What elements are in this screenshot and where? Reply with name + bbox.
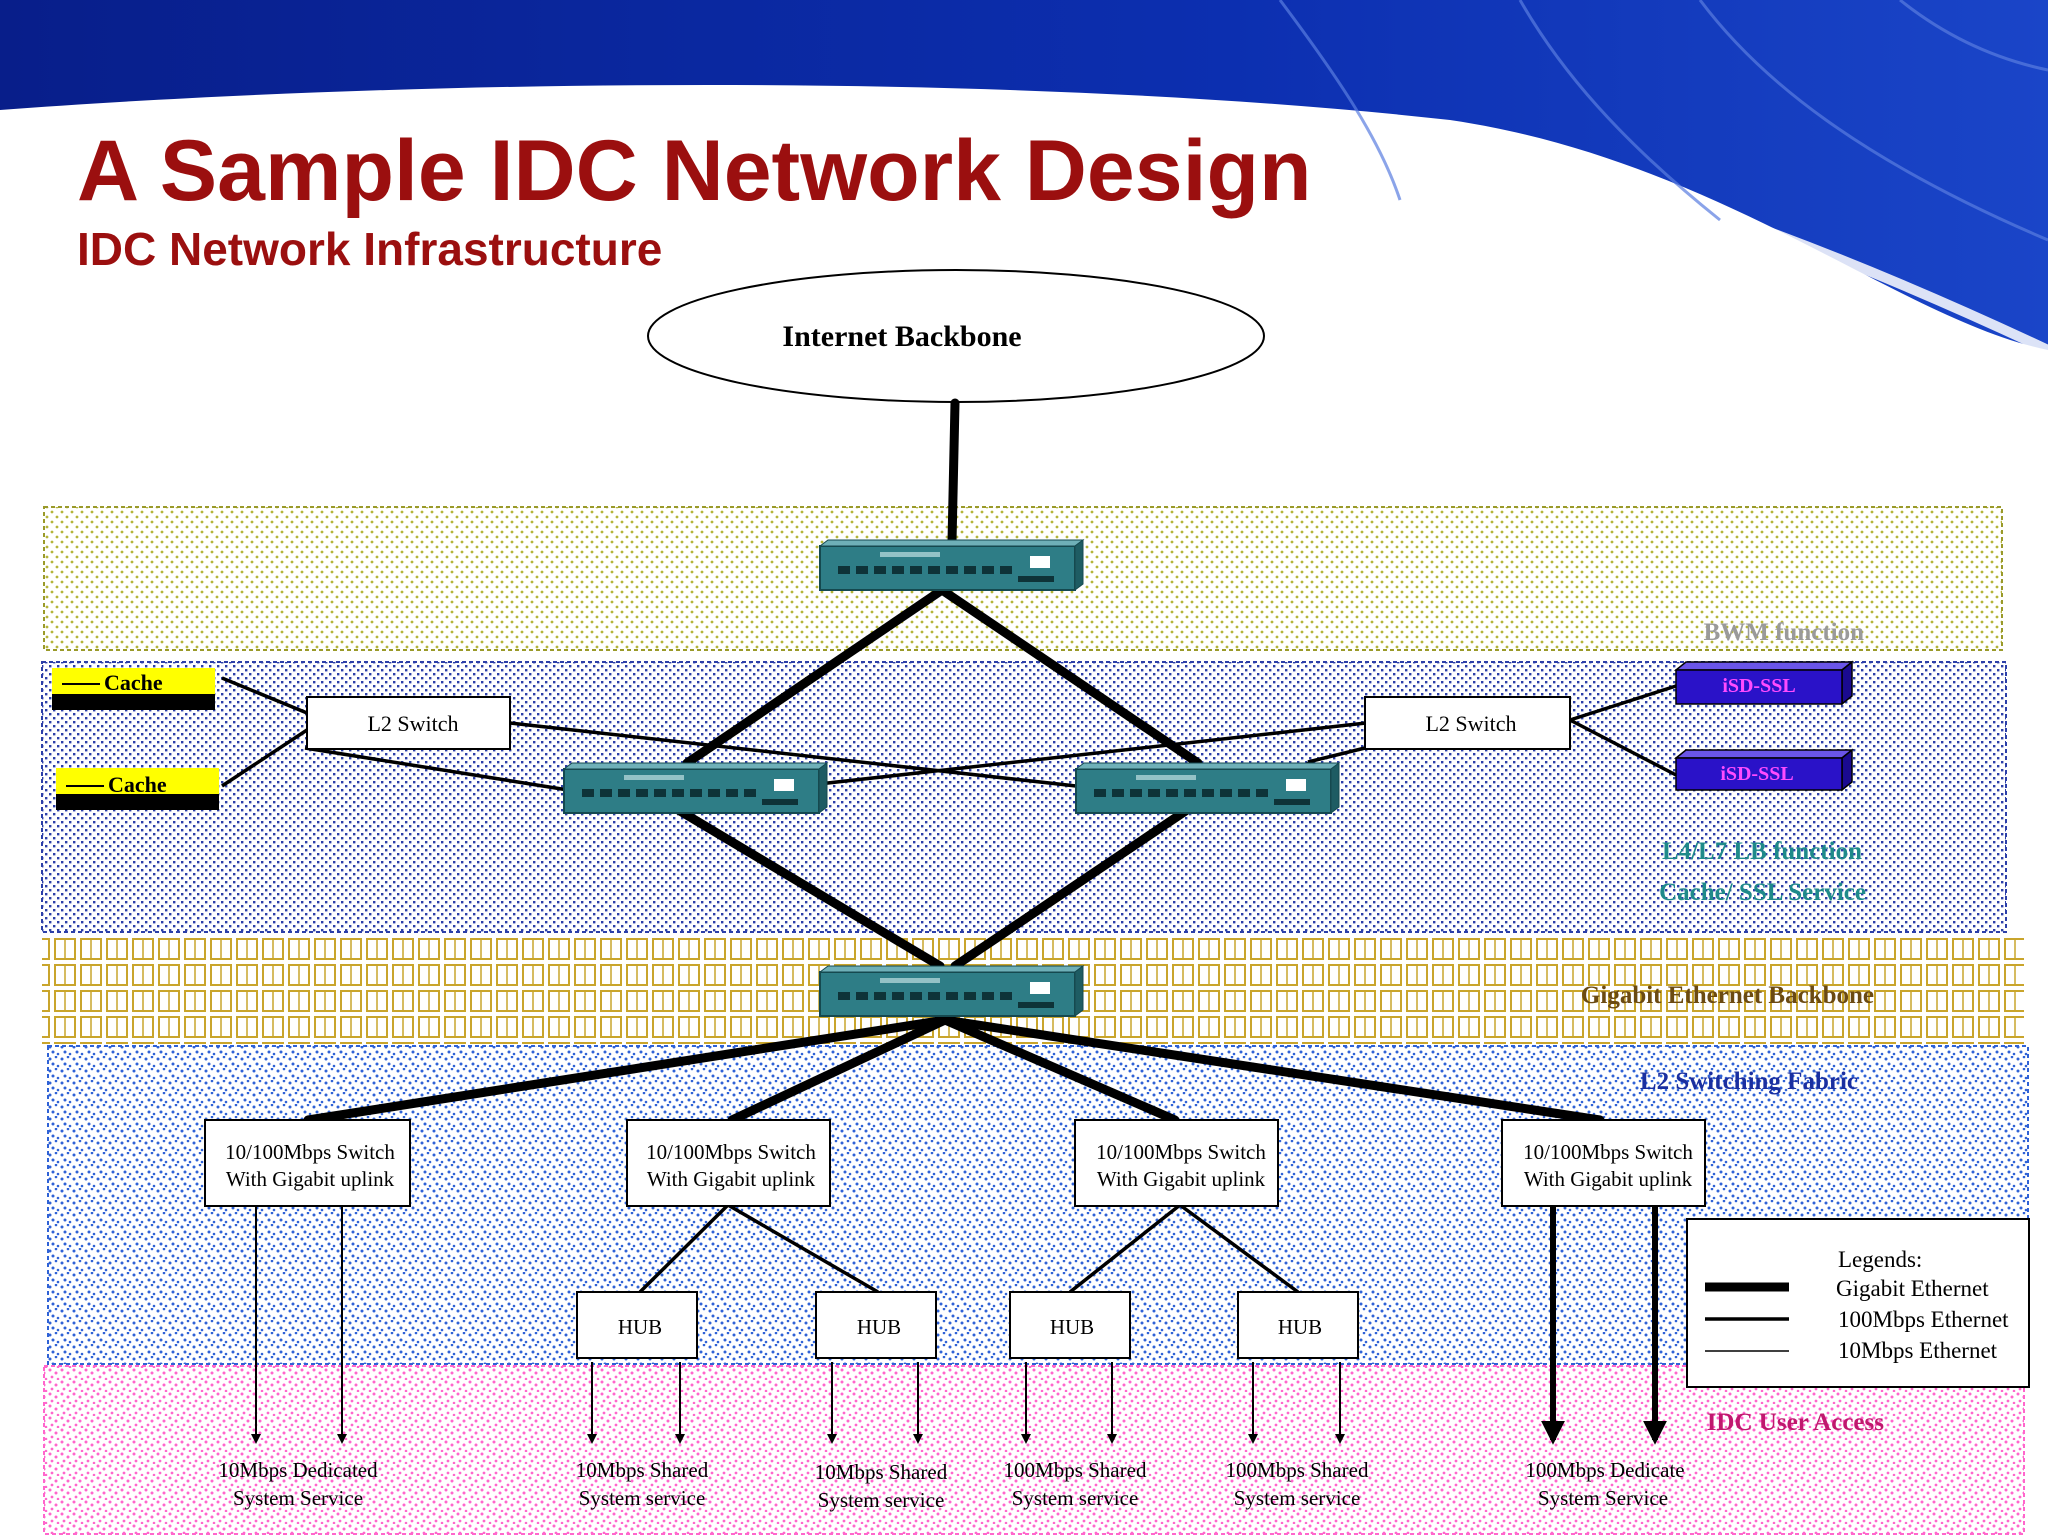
hub-4-label: HUB <box>1278 1315 1322 1339</box>
service-1-line1: 10Mbps Dedicated <box>218 1458 378 1482</box>
hub-3-label: HUB <box>1050 1315 1094 1339</box>
l2-switch-left-label: L2 Switch <box>367 711 458 736</box>
zone-access-label: IDC User Access <box>1707 1409 1885 1436</box>
l2-switch-right <box>1364 696 1571 750</box>
gigabit-core-switch <box>819 965 1084 1017</box>
access-switch-2-line2: With Gigabit uplink <box>647 1167 816 1191</box>
access-switch-1-line1: 10/100Mbps Switch <box>225 1140 395 1164</box>
cache-label-2: Cache <box>108 772 167 797</box>
legend-gigabit: Gigabit Ethernet <box>1836 1276 1989 1301</box>
internet-backbone-label: Internet Backbone <box>782 320 1021 353</box>
access-switch-3-line1: 10/100Mbps Switch <box>1096 1140 1266 1164</box>
legend-title: Legends: <box>1838 1247 1922 1272</box>
ssl-device-2: iSD-SSL <box>1673 748 1855 792</box>
service-4-line2: System service <box>1012 1486 1139 1510</box>
l2-switch-left <box>306 696 511 750</box>
service-3-line1: 10Mbps Shared <box>815 1460 948 1484</box>
zone-gigabit-label: Gigabit Ethernet Backbone <box>1581 982 1874 1009</box>
page-subtitle: IDC Network Infrastructure <box>77 223 663 275</box>
access-switch-4-line1: 10/100Mbps Switch <box>1523 1140 1693 1164</box>
legend: Legends: Gigabit Ethernet 100Mbps Ethern… <box>1686 1218 2030 1388</box>
header-banner <box>0 0 2048 355</box>
service-6-line2: System Service <box>1538 1486 1668 1510</box>
ssl-device-1: iSD-SSL <box>1673 660 1855 706</box>
hub-1-label: HUB <box>618 1315 662 1339</box>
cache-label-1: Cache <box>104 670 163 695</box>
service-6-line1: 100Mbps Dedicate <box>1525 1458 1684 1482</box>
zone-lb-label-2: Cache/ SSL Service <box>1659 879 1866 906</box>
zone-lb-label-1: L4/L7 LB function <box>1662 838 1862 865</box>
hub-1: HUB <box>576 1291 698 1359</box>
hub-3: HUB <box>1009 1291 1131 1359</box>
access-switch-1-line2: With Gigabit uplink <box>226 1167 395 1191</box>
service-labels: 10Mbps Dedicated System Service 10Mbps S… <box>218 1458 1684 1512</box>
hub-2: HUB <box>815 1291 937 1359</box>
access-switch-3-line2: With Gigabit uplink <box>1097 1167 1266 1191</box>
ssl-label-1: iSD-SSL <box>1722 675 1795 697</box>
service-3-line2: System service <box>818 1488 945 1512</box>
legend-fast: 100Mbps Ethernet <box>1838 1307 2009 1332</box>
service-5-line2: System service <box>1234 1486 1361 1510</box>
ten-mbps-links <box>251 1207 1345 1444</box>
fast-ethernet-links <box>221 676 1677 1445</box>
zone-fabric-label: L2 Switching Fabric <box>1640 1068 1858 1095</box>
hub-4: HUB <box>1237 1291 1359 1359</box>
access-switch-1: 10/100Mbps Switch With Gigabit uplink <box>204 1119 411 1207</box>
ssl-label-2: iSD-SSL <box>1720 763 1793 785</box>
service-2-line1: 10Mbps Shared <box>576 1458 709 1482</box>
hub-2-label: HUB <box>857 1315 901 1339</box>
access-switch-2: 10/100Mbps Switch With Gigabit uplink <box>626 1119 831 1207</box>
page-title: A Sample IDC Network Design <box>77 123 1312 219</box>
banner-swoosh <box>0 0 2048 350</box>
service-5-line1: 100Mbps Shared <box>1226 1458 1369 1482</box>
l2-switch-right-label: L2 Switch <box>1425 711 1516 736</box>
zone-bwm-label: BWM function <box>1704 619 1865 646</box>
service-1-line2: System Service <box>233 1486 363 1510</box>
access-switch-4-line2: With Gigabit uplink <box>1524 1167 1693 1191</box>
legend-ten: 10Mbps Ethernet <box>1838 1338 1998 1363</box>
zone-user-access <box>43 1365 2025 1535</box>
access-switch-4: 10/100Mbps Switch With Gigabit uplink <box>1501 1119 1706 1207</box>
service-4-line1: 100Mbps Shared <box>1004 1458 1147 1482</box>
service-2-line2: System service <box>579 1486 706 1510</box>
access-switch-3: 10/100Mbps Switch With Gigabit uplink <box>1074 1119 1279 1207</box>
cache-device-1: Cache <box>52 668 215 710</box>
lb-switch-right <box>1075 762 1340 814</box>
cache-device-2: Cache <box>56 768 219 810</box>
bwm-switch <box>819 539 1084 591</box>
banner-curves <box>1278 0 2048 242</box>
banner-highlight <box>1249 105 2048 355</box>
access-switch-2-line1: 10/100Mbps Switch <box>646 1140 816 1164</box>
lb-switch-left <box>563 762 828 814</box>
gigabit-links <box>303 398 1605 1125</box>
